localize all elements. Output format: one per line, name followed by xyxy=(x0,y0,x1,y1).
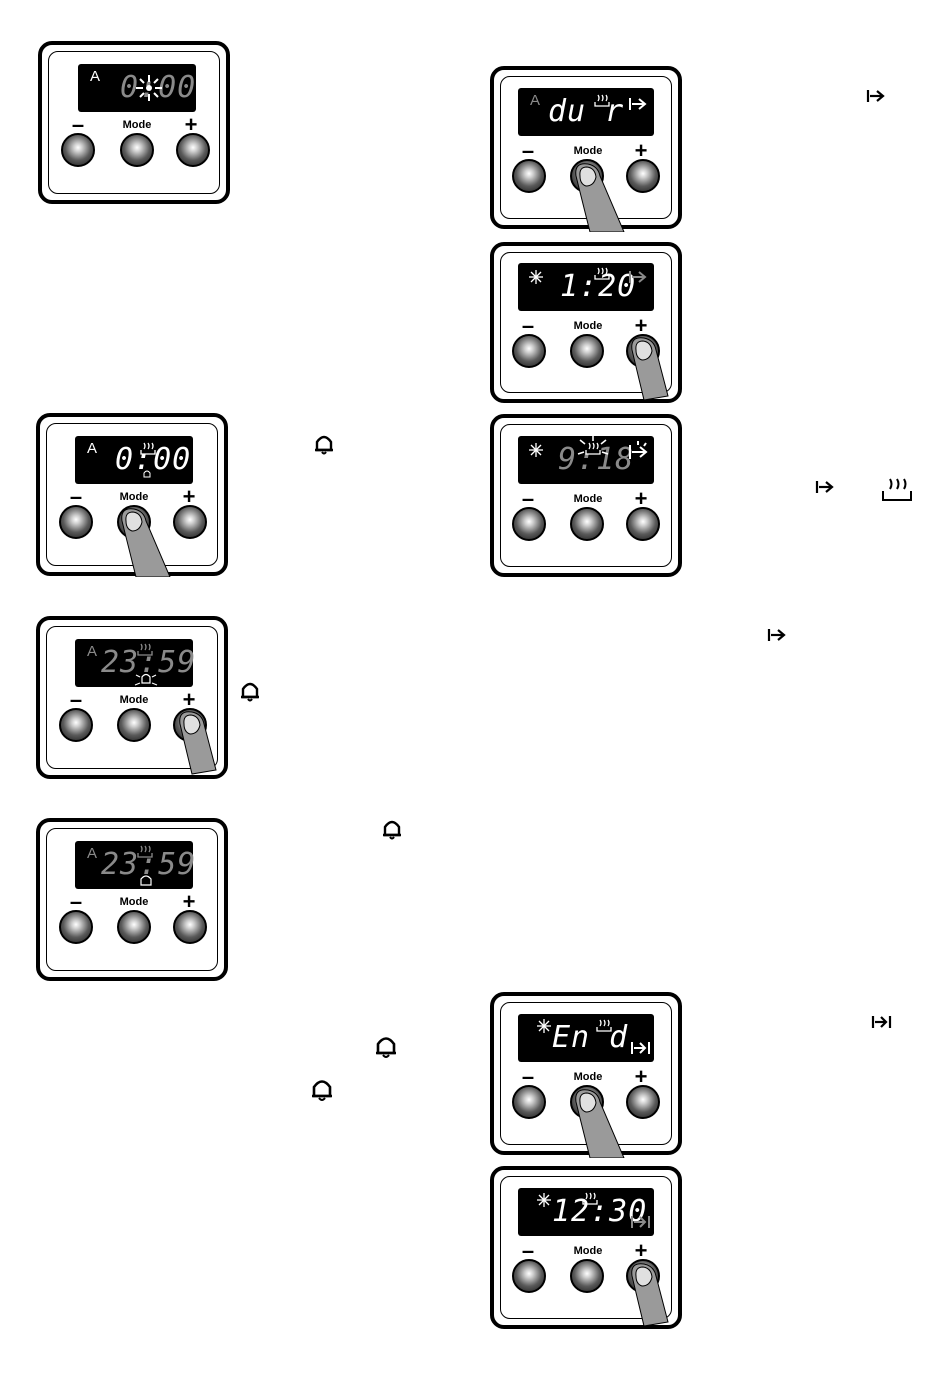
auto-indicator: A xyxy=(87,643,97,660)
duration-arrow-icon xyxy=(767,627,787,643)
mode-label: Mode xyxy=(117,119,157,131)
minus-button[interactable] xyxy=(512,1259,546,1293)
timer-panel-2: A du r – Mode + xyxy=(490,66,682,229)
blink-icon xyxy=(134,73,164,103)
lcd-display: A du r xyxy=(518,88,654,136)
finger-press-icon xyxy=(628,1262,674,1328)
duration-arrow-icon xyxy=(628,269,648,285)
cooking-heat-icon xyxy=(137,643,153,657)
bell-icon xyxy=(142,469,152,479)
display-text: du r xyxy=(548,94,624,130)
sun-icon xyxy=(528,269,544,285)
mode-label: Mode xyxy=(568,1071,608,1083)
duration-arrow-icon xyxy=(815,479,835,495)
mode-button[interactable] xyxy=(117,708,151,742)
timer-panel-1: A 0:00 – Mode + xyxy=(38,41,230,204)
duration-arrow-blink-icon xyxy=(626,441,650,463)
timer-panel-8: En d – Mode + xyxy=(490,992,682,1155)
minus-button[interactable] xyxy=(512,1085,546,1119)
minus-button[interactable] xyxy=(512,507,546,541)
blink-icon xyxy=(576,436,610,466)
lcd-display: A 0:00 xyxy=(78,64,196,112)
cooking-heat-icon xyxy=(137,845,153,859)
finger-press-icon xyxy=(628,336,674,402)
timer-panel-3: 1:20 – Mode + xyxy=(490,242,682,403)
timer-panel-6: A 23:59 – Mode + xyxy=(36,616,228,779)
plus-button[interactable] xyxy=(173,505,207,539)
plus-button[interactable] xyxy=(626,507,660,541)
timer-panel-4: A 0:00 – Mode + xyxy=(36,413,228,576)
lcd-display: A 23:59 xyxy=(75,841,193,889)
sun-icon xyxy=(528,442,544,458)
lcd-display: 1:20 xyxy=(518,263,654,311)
minus-button[interactable] xyxy=(59,910,93,944)
auto-indicator: A xyxy=(87,845,97,862)
lcd-display: A 23:59 xyxy=(75,639,193,687)
cooking-heat-icon xyxy=(594,267,610,281)
finger-press-icon xyxy=(118,507,178,577)
cooking-heat-icon xyxy=(140,442,156,456)
cooking-heat-icon xyxy=(594,94,610,108)
display-text: En d xyxy=(552,1020,628,1056)
mode-label: Mode xyxy=(568,1245,608,1257)
sun-icon xyxy=(536,1192,552,1208)
auto-indicator: A xyxy=(87,440,97,457)
mode-label: Mode xyxy=(114,694,154,706)
bell-icon xyxy=(311,1077,333,1103)
bell-icon xyxy=(314,433,334,455)
sun-icon xyxy=(536,1018,552,1034)
mode-button[interactable] xyxy=(570,334,604,368)
lcd-display: A 0:00 xyxy=(75,436,193,484)
cooking-heat-icon xyxy=(596,1019,612,1033)
duration-arrow-icon xyxy=(628,96,648,112)
duration-arrow-icon xyxy=(866,88,886,104)
timer-panel-9: 12:30 – Mode + xyxy=(490,1166,682,1329)
bell-icon xyxy=(375,1034,397,1060)
minus-button[interactable] xyxy=(59,505,93,539)
mode-label: Mode xyxy=(568,493,608,505)
timer-panel-7: A 23:59 – Mode + xyxy=(36,818,228,981)
minus-button[interactable] xyxy=(59,708,93,742)
finger-press-icon xyxy=(176,710,222,776)
bell-blink-icon xyxy=(133,667,159,687)
end-arrow-icon xyxy=(871,1014,893,1030)
bell-icon xyxy=(240,680,260,702)
lcd-display: 9:18 xyxy=(518,436,654,484)
mode-button[interactable] xyxy=(570,507,604,541)
cooking-heat-icon xyxy=(582,1192,598,1206)
finger-press-icon xyxy=(572,1088,632,1158)
end-arrow-icon xyxy=(630,1214,652,1230)
bell-icon xyxy=(382,818,402,840)
plus-button[interactable] xyxy=(173,910,207,944)
auto-indicator: A xyxy=(90,68,100,85)
mode-label: Mode xyxy=(114,896,154,908)
mode-label: Mode xyxy=(568,145,608,157)
end-arrow-icon xyxy=(630,1040,652,1056)
auto-indicator: A xyxy=(530,92,540,109)
timer-panel-5: 9:18 – Mode + xyxy=(490,414,682,577)
lcd-display: 12:30 xyxy=(518,1188,654,1236)
minus-button[interactable] xyxy=(61,133,95,167)
cooking-heat-icon xyxy=(881,477,913,503)
bell-icon xyxy=(139,873,153,887)
mode-button[interactable] xyxy=(117,910,151,944)
plus-button[interactable] xyxy=(176,133,210,167)
minus-button[interactable] xyxy=(512,159,546,193)
mode-label: Mode xyxy=(114,491,154,503)
mode-label: Mode xyxy=(568,320,608,332)
mode-button[interactable] xyxy=(570,1259,604,1293)
minus-button[interactable] xyxy=(512,334,546,368)
finger-press-icon xyxy=(572,162,632,232)
lcd-display: En d xyxy=(518,1014,654,1062)
mode-button[interactable] xyxy=(120,133,154,167)
